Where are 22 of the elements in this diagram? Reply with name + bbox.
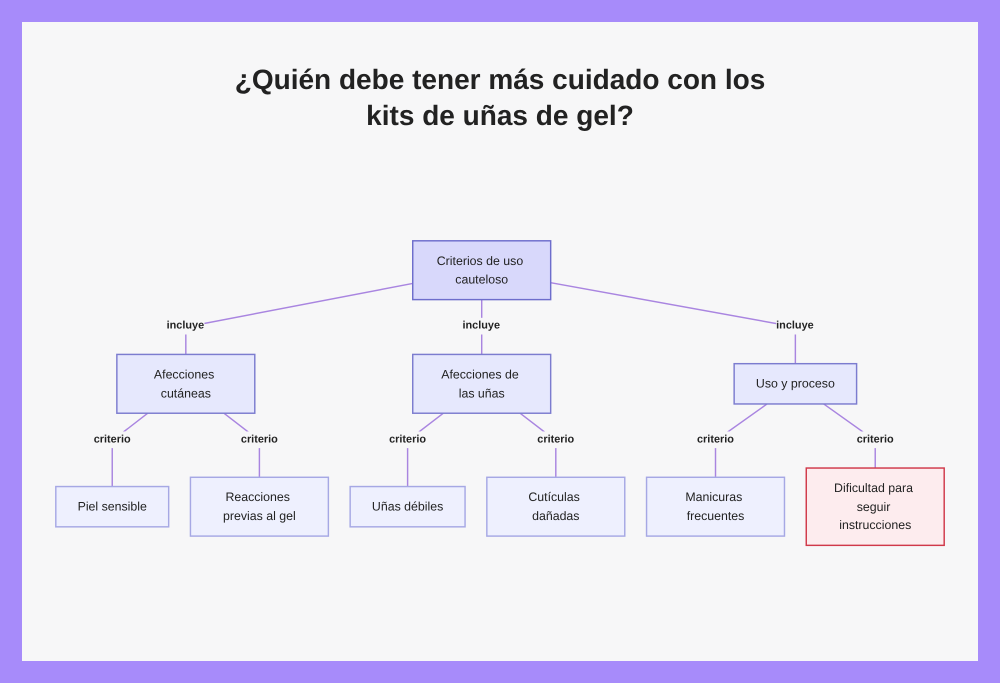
- edge-label: criterio: [537, 433, 574, 446]
- connector: [185, 283, 413, 355]
- edge-label: incluye: [166, 320, 204, 332]
- edge-label: incluye: [462, 320, 500, 332]
- edge-label: incluye: [776, 320, 814, 332]
- node-box: Afecciones cutáneas: [116, 354, 256, 414]
- connector: [550, 282, 796, 364]
- node-box: Uñas débiles: [349, 486, 466, 528]
- node-box: Manicuras frecuentes: [646, 476, 786, 538]
- node-box: Reacciones previas al gel: [190, 476, 330, 538]
- node-box: Afecciones de las uñas: [412, 354, 552, 414]
- edge-label: criterio: [389, 433, 426, 446]
- node-box: Piel sensible: [55, 486, 170, 528]
- edge-label: criterio: [240, 433, 278, 446]
- node-box: Criterios de uso cauteloso: [412, 240, 552, 301]
- node-box: Dificultad para seguir instrucciones: [806, 468, 945, 546]
- title: ¿Quién debe tener más cuidado con los kits de uñas de gel?: [234, 63, 766, 133]
- edge-label: criterio: [856, 433, 894, 446]
- edge-label: criterio: [94, 433, 131, 446]
- node-box: Uso y proceso: [733, 363, 858, 406]
- edge-label: criterio: [696, 433, 734, 446]
- node-box: Cutículas dañadas: [486, 476, 626, 538]
